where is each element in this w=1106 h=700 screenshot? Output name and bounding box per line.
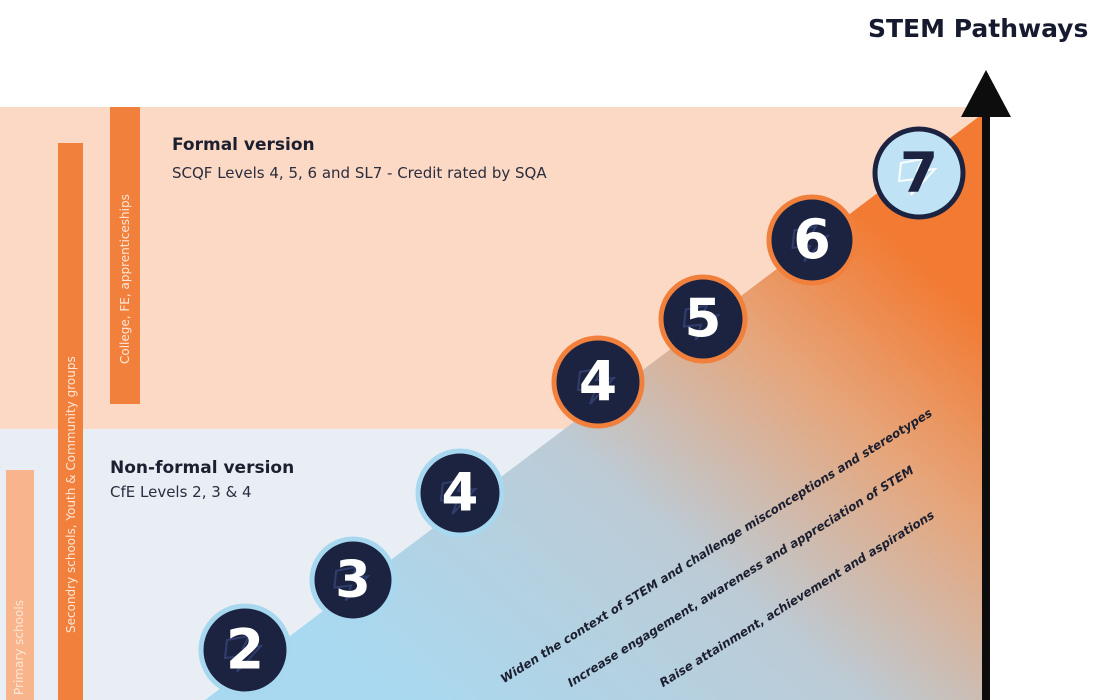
badge-level-number: 4 — [579, 349, 617, 413]
formal-heading: Formal version — [172, 135, 315, 155]
badge-level-number: 6 — [793, 208, 831, 271]
nonformal-subheading: CfE Levels 2, 3 & 4 — [110, 483, 252, 501]
level-5-badge: 5 — [658, 274, 748, 364]
badge-level-number: 2 — [226, 617, 264, 681]
badge-circle — [415, 448, 505, 538]
level-7-badge: 7 — [872, 126, 966, 220]
badge-level-number: 4 — [442, 463, 479, 524]
college-bar — [110, 107, 140, 404]
formal-subheading: SCQF Levels 4, 5, 6 and SL7 - Credit rat… — [172, 164, 547, 182]
badge-circle — [766, 194, 858, 286]
badge-level-number: 3 — [335, 551, 371, 610]
progress-arrow-head — [961, 70, 1011, 117]
nonformal-heading: Non-formal version — [110, 458, 295, 478]
page-title: STEM Pathways — [868, 14, 1089, 43]
lightning-icon — [682, 304, 721, 341]
level-6-badge: 6 — [766, 194, 858, 286]
badge-circle — [309, 536, 397, 624]
lightning-icon — [791, 224, 831, 263]
level-4-formal-badge: 4 — [551, 335, 645, 429]
badge-circle — [658, 274, 748, 364]
lightning-icon — [576, 366, 617, 405]
badge-circle — [198, 603, 292, 697]
badge-level-number: 5 — [685, 289, 722, 350]
secondary-schools-bar — [58, 143, 83, 700]
primary-schools-label: Primary schools — [12, 600, 26, 695]
college-label: College, FE, apprenticeships — [118, 194, 132, 364]
primary-schools-bar — [6, 470, 34, 700]
lightning-icon — [897, 157, 938, 196]
progress-arrow-shaft — [982, 112, 990, 700]
level-3-badge: 3 — [309, 536, 397, 624]
badge-circle — [872, 126, 966, 220]
lightning-icon — [223, 634, 264, 673]
level-2-badge: 2 — [198, 603, 292, 697]
badge-circle — [551, 335, 645, 429]
level-4-nonformal-badge: 4 — [415, 448, 505, 538]
badge-level-number: 7 — [900, 140, 938, 204]
secondary-schools-label: Secondry schools, Youth & Community grou… — [64, 356, 78, 633]
lightning-icon — [439, 478, 478, 515]
lightning-icon — [333, 565, 371, 602]
